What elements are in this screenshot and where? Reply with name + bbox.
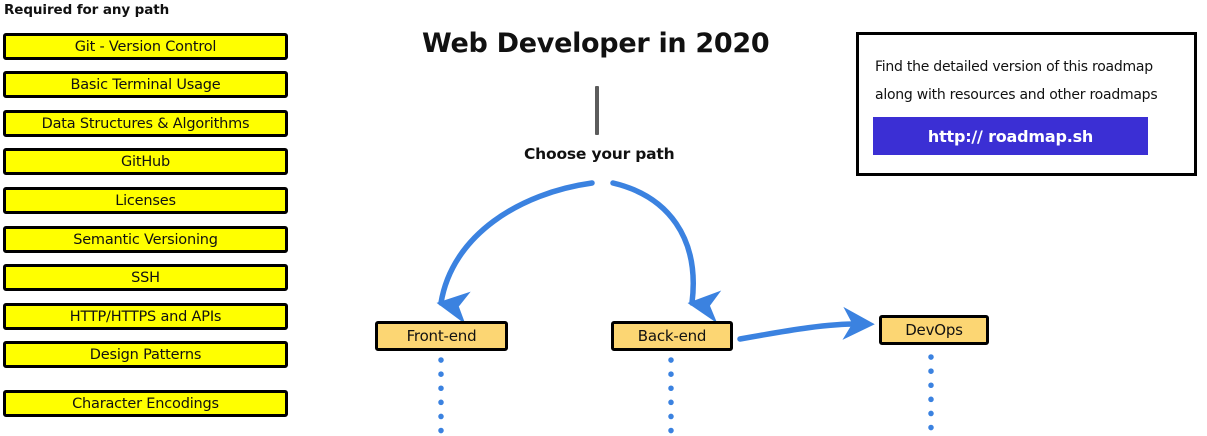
required-item-licenses[interactable]: Licenses	[3, 187, 288, 214]
roadmap-link-button[interactable]: http:// roadmap.sh	[873, 117, 1148, 155]
choose-your-path-label: Choose your path	[524, 145, 675, 163]
branch-arrow-frontend	[436, 180, 595, 325]
path-box-front-end[interactable]: Front-end	[375, 321, 508, 351]
required-item-character-encodings[interactable]: Character Encodings	[3, 390, 288, 417]
branch-arrow-backend	[610, 180, 722, 324]
required-item-design-patterns[interactable]: Design Patterns	[3, 341, 288, 368]
required-item-semantic-versioning[interactable]: Semantic Versioning	[3, 226, 288, 253]
required-item-github[interactable]: GitHub	[3, 148, 288, 175]
trunk-connector-line	[595, 86, 599, 135]
roadmap-info-card: Find the detailed version of this roadma…	[856, 32, 1197, 176]
branch-arrow-backend-to-devops	[737, 306, 875, 342]
roadmap-card-line-2: along with resources and other roadmaps	[875, 87, 1158, 103]
required-item-http-https-apis[interactable]: HTTP/HTTPS and APIs	[3, 303, 288, 330]
required-for-any-path-section: Required for any path Git - Version Cont…	[0, 0, 296, 436]
required-section-heading: Required for any path	[4, 2, 170, 18]
path-box-back-end[interactable]: Back-end	[611, 321, 733, 351]
required-item-data-structures[interactable]: Data Structures & Algorithms	[3, 110, 288, 137]
required-item-basic-terminal-usage[interactable]: Basic Terminal Usage	[3, 71, 288, 98]
path-box-devops[interactable]: DevOps	[879, 315, 989, 345]
required-item-git[interactable]: Git - Version Control	[3, 33, 288, 60]
roadmap-card-line-1: Find the detailed version of this roadma…	[875, 59, 1153, 75]
page-title: Web Developer in 2020	[422, 28, 770, 59]
required-item-ssh[interactable]: SSH	[3, 264, 288, 291]
